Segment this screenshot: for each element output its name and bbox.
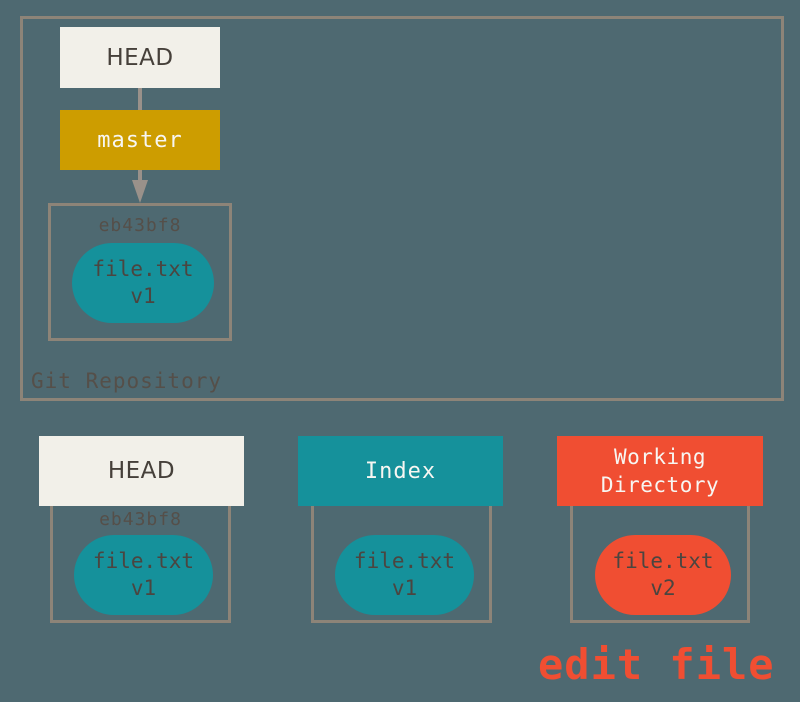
index-area-box: file.txt v1 [311, 506, 492, 623]
commit-box: eb43bf8 file.txt v1 [48, 203, 232, 341]
head-pointer-label: HEAD [106, 44, 174, 71]
git-repository-box: Git Repository [20, 16, 784, 401]
working-directory-box: file.txt v2 [570, 506, 750, 623]
head-area-box: eb43bf8 file.txt v1 [50, 506, 231, 623]
index-area-file-version: v1 [391, 576, 418, 600]
index-area-file-name: file.txt [353, 548, 456, 573]
head-area-file-name: file.txt [92, 548, 195, 573]
working-directory-file-pill: file.txt v2 [595, 535, 731, 615]
head-area-title: HEAD [107, 458, 176, 484]
working-directory-header: Working Directory [557, 436, 763, 506]
index-area-header: Index [298, 436, 503, 506]
commit-file-name: file.txt [92, 256, 194, 281]
head-area-hash-label: eb43bf8 [99, 509, 182, 530]
commit-hash-label: eb43bf8 [98, 215, 182, 236]
head-to-master-connector [138, 88, 142, 112]
working-directory-file-name: file.txt [612, 548, 714, 573]
working-directory-title: Working Directory [600, 444, 720, 497]
edit-file-annotation: edit file [538, 640, 775, 689]
arrow-down-icon [132, 180, 148, 203]
master-to-commit-connector [138, 170, 142, 182]
git-repository-label: Git Repository [31, 369, 223, 393]
commit-file-pill: file.txt v1 [72, 243, 214, 323]
index-area-file-pill: file.txt v1 [335, 535, 474, 615]
master-branch-node: master [60, 110, 220, 170]
head-area-file-version: v1 [130, 576, 157, 600]
index-area-title: Index [364, 458, 437, 484]
master-branch-label: master [97, 127, 183, 153]
working-directory-file-version: v2 [650, 576, 676, 600]
commit-file-version: v1 [130, 284, 156, 308]
head-pointer-node: HEAD [60, 27, 220, 88]
head-area-header: HEAD [39, 436, 244, 506]
head-area-file-pill: file.txt v1 [74, 535, 213, 615]
